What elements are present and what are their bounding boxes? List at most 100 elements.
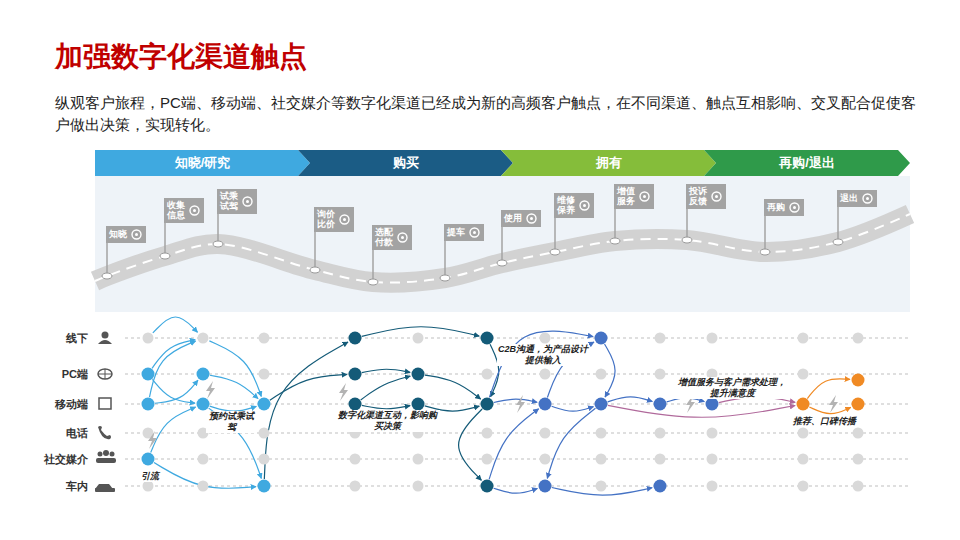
touchpoint-dot xyxy=(481,332,494,345)
touchpoint-dot xyxy=(412,368,425,381)
touchpoint-flag: 试乘试驾 xyxy=(217,189,257,214)
touchpoint-dot xyxy=(258,398,271,411)
touchpoint-flag: 收集信息 xyxy=(164,198,204,223)
flow-arrow xyxy=(547,408,595,478)
flow-arrow xyxy=(149,341,195,397)
channel-grid xyxy=(125,338,910,486)
channel-line xyxy=(125,374,910,375)
touchpoint-dot xyxy=(197,368,210,381)
channel-name: 电话 xyxy=(18,426,88,441)
touchpoint-icon xyxy=(188,204,201,217)
touchpoint-dot xyxy=(540,333,551,344)
stage-name: 购买 xyxy=(393,154,419,172)
channel-line xyxy=(125,486,910,487)
flow-arrow xyxy=(152,379,195,403)
touchpoint-dot xyxy=(853,454,864,465)
touchpoint-dot xyxy=(540,454,551,465)
channel-name: 车内 xyxy=(18,479,88,494)
flow-arrow xyxy=(552,406,594,411)
channel-line xyxy=(125,338,910,339)
flow-arrow xyxy=(210,375,258,398)
touchpoint-dot xyxy=(707,454,718,465)
touchpoint-dot xyxy=(595,332,608,345)
flag-pole xyxy=(106,243,108,276)
touchpoint-name: 收集信息 xyxy=(167,200,186,221)
pin xyxy=(497,260,507,266)
touchpoint-dot xyxy=(707,333,718,344)
touchpoint-name: 再购 xyxy=(767,202,786,212)
channel-line xyxy=(125,433,910,434)
touchpoint-dot xyxy=(198,454,209,465)
channel-name: 社交媒介 xyxy=(18,452,88,467)
stage-name: 再购/退出 xyxy=(779,154,835,172)
touchpoint-dot xyxy=(350,481,361,492)
touchpoint-dot xyxy=(655,428,666,439)
pin xyxy=(760,249,770,255)
touchpoint-name: 询价比价 xyxy=(317,209,336,230)
road-ground xyxy=(95,176,910,312)
pin xyxy=(833,239,843,245)
touchpoint-dot xyxy=(142,368,155,381)
touchpoint-dot xyxy=(539,480,552,493)
flow-arrow xyxy=(362,369,410,372)
lightning-icon xyxy=(339,383,348,401)
touchpoint-dot xyxy=(350,454,361,465)
touchpoint-dot xyxy=(707,428,718,439)
pin xyxy=(610,238,620,244)
touchpoint-dot xyxy=(596,428,607,439)
touchpoint-dot xyxy=(413,333,424,344)
caption: 纵观客户旅程，PC端、移动端、社交媒介等数字化渠道已经成为新的高频客户触点，在不… xyxy=(55,92,925,136)
touchpoint-icon xyxy=(788,201,801,214)
touchpoint-icon xyxy=(468,226,481,239)
touchpoint-dot xyxy=(143,333,154,344)
touchpoint-dot xyxy=(143,481,154,492)
touchpoint-flag: 提车 xyxy=(444,224,484,241)
touchpoint-dot xyxy=(596,369,607,380)
flag-pole xyxy=(217,214,219,244)
touchpoint-dot xyxy=(349,368,362,381)
flag-pole xyxy=(554,218,556,252)
touchpoint-flag: 选配付款 xyxy=(372,225,412,250)
touchpoint-dot xyxy=(852,398,865,411)
flow-arrow xyxy=(459,409,483,480)
channel-line xyxy=(125,459,910,460)
pin xyxy=(550,249,560,255)
annotation: 引流 xyxy=(140,471,160,482)
flow-arrow xyxy=(494,399,537,402)
touchpoint-name: 投诉反馈 xyxy=(689,186,708,207)
touchpoint-dot xyxy=(197,398,210,411)
touchpoint-icon xyxy=(578,199,591,212)
channel-name: 线下 xyxy=(18,331,88,346)
touchpoint-dot xyxy=(596,481,607,492)
touchpoint-dot xyxy=(853,481,864,492)
touchpoint-dot xyxy=(706,398,719,411)
flow-arrow xyxy=(494,488,538,493)
flow-arrow xyxy=(151,407,196,452)
touchpoint-dot xyxy=(595,398,608,411)
touchpoint-name: 选配付款 xyxy=(375,227,394,248)
flag-pole xyxy=(164,223,166,256)
flag-pole xyxy=(314,232,316,270)
touchpoint-name: 知晓 xyxy=(109,229,128,239)
touchpoint-dot xyxy=(853,428,864,439)
touchpoint-dot xyxy=(540,428,551,439)
touchpoint-name: 提车 xyxy=(447,227,466,237)
annotation: 增值服务与客户需求处理，提升满意度 xyxy=(674,377,790,399)
touchpoint-flag: 维修保养 xyxy=(554,193,594,218)
pin xyxy=(368,279,378,285)
touchpoint-dot xyxy=(198,333,209,344)
flag-pole xyxy=(444,241,446,278)
touchpoint-icon xyxy=(338,213,351,226)
touchpoint-icon xyxy=(710,190,723,203)
pin xyxy=(682,237,692,243)
pin xyxy=(160,253,170,259)
flow-arrow xyxy=(608,405,795,417)
touchpoint-name: 增值服务 xyxy=(617,186,636,207)
flow-arrow xyxy=(209,341,261,397)
touchpoint-icon xyxy=(638,190,651,203)
touchpoint-dot xyxy=(482,454,493,465)
touchpoint-dot xyxy=(349,332,362,345)
touchpoint-dot xyxy=(259,428,270,439)
touchpoint-dot xyxy=(412,398,425,411)
